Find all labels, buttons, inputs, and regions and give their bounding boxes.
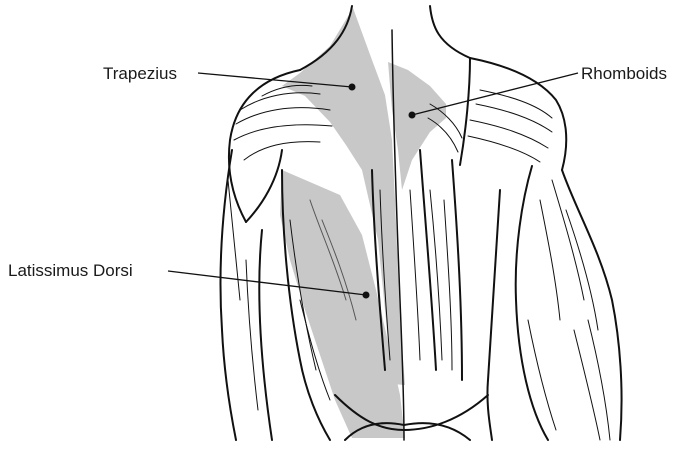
highlighted-muscles xyxy=(280,8,446,438)
trapezius-dot xyxy=(349,84,356,91)
label-latissimus-dorsi: Latissimus Dorsi xyxy=(8,262,133,279)
label-trapezius: Trapezius xyxy=(103,65,177,82)
body-outline xyxy=(220,6,621,440)
rhomboids-region xyxy=(388,62,446,190)
latissimus-dot xyxy=(363,292,370,299)
rhomboids-dot xyxy=(409,112,416,119)
label-rhomboids: Rhomboids xyxy=(581,65,667,82)
